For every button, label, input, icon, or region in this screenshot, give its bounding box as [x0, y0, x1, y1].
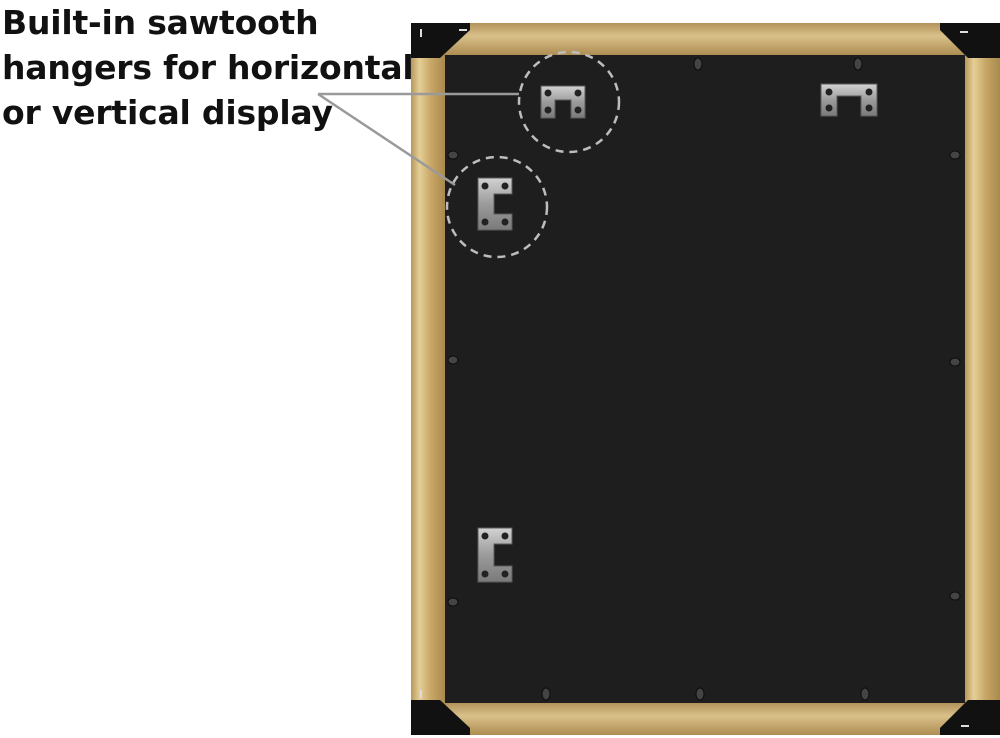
corner-bracket-icon	[940, 23, 1000, 58]
turn-clip-icon	[949, 357, 961, 367]
sawtooth-hanger-icon	[477, 527, 513, 583]
turn-clip-icon	[860, 687, 870, 701]
turn-clip-icon	[693, 57, 703, 71]
caption-line-2: hangers for horizontal	[2, 48, 414, 87]
corner-bracket-icon	[411, 690, 470, 735]
callout-circle	[517, 50, 621, 154]
sawtooth-hanger-icon	[477, 177, 513, 231]
turn-clip-icon	[949, 150, 961, 160]
turn-clip-icon	[447, 150, 459, 160]
corner-bracket-icon	[411, 23, 470, 58]
turn-clip-icon	[949, 591, 961, 601]
callout-lines	[317, 92, 519, 187]
caption-line-3: or vertical display	[2, 93, 333, 132]
turn-clip-icon	[447, 597, 459, 607]
feature-caption: Built-in sawtooth hangers for horizontal…	[2, 0, 414, 135]
callout-circle	[445, 155, 549, 259]
turn-clip-icon	[447, 355, 459, 365]
turn-clips	[447, 57, 961, 701]
turn-clip-icon	[541, 687, 551, 701]
turn-clip-icon	[853, 57, 863, 71]
sawtooth-hanger-icon	[820, 83, 878, 117]
corner-bracket-icon	[940, 700, 1000, 735]
sawtooth-hanger-icon	[540, 85, 586, 119]
backing-board	[445, 55, 965, 703]
caption-line-1: Built-in sawtooth	[2, 3, 319, 42]
turn-clip-icon	[695, 687, 705, 701]
